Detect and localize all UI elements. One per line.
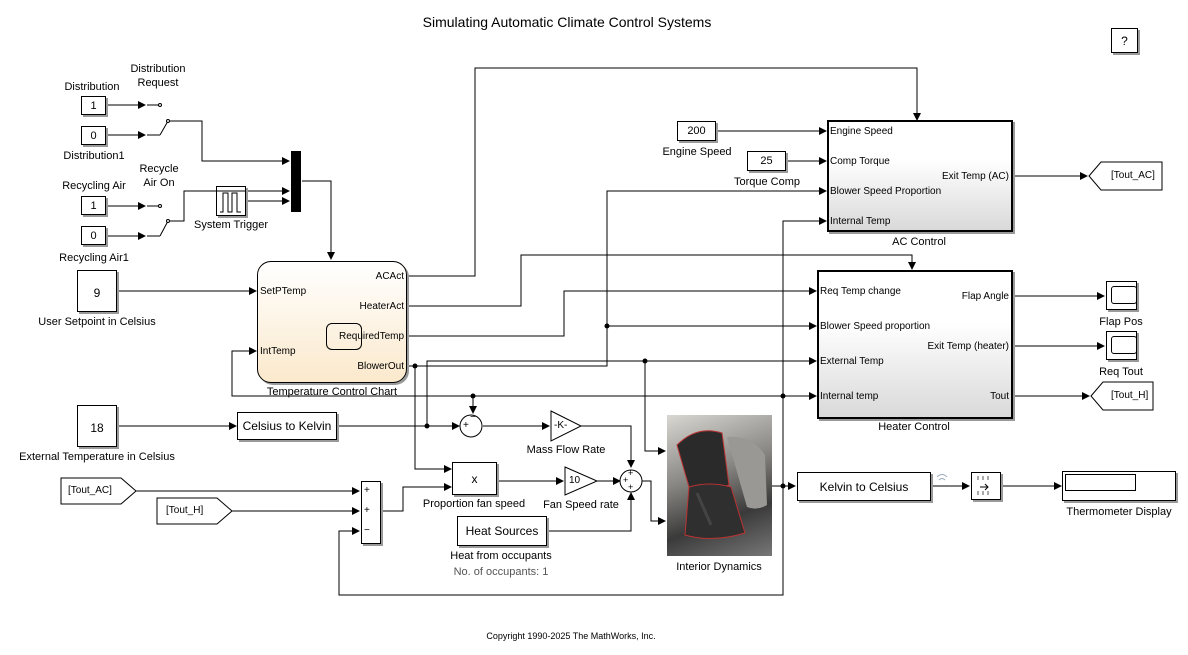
scope-screen-icon (1111, 336, 1137, 354)
heater-port-external-temp: External Temp (820, 356, 884, 367)
ac-port-exit-temp: Exit Temp (AC) (941, 171, 1009, 182)
car-seat-icon (676, 430, 767, 539)
user-setpoint-slider[interactable]: 9 (77, 270, 117, 312)
ac-port-engine-speed: Engine Speed (830, 126, 893, 137)
sum3-sign-1: + (364, 485, 370, 496)
heater-port-req-temp-change: Req Temp change (820, 286, 901, 297)
distribution-constant[interactable]: 1 (81, 96, 106, 115)
ac-control-label: AC Control (892, 236, 946, 248)
heat-from-occupants-label: Heat from occupants (450, 550, 552, 562)
req-tout-label: Req Tout (1099, 366, 1143, 378)
system-trigger-block[interactable] (216, 186, 246, 216)
heater-port-blower-speed: Blower Speed proportion (820, 321, 931, 332)
system-trigger-label: System Trigger (194, 219, 268, 231)
celsius-to-kelvin-block[interactable]: Celsius to Kelvin (237, 412, 337, 440)
rate-icon (936, 474, 948, 481)
main-sum-sign-1: + (628, 468, 634, 478)
mass-flow-gain-shape (550, 410, 583, 442)
recycling-air1-label: Recycling Air1 (59, 252, 129, 264)
torque-comp-label: Torque Comp (733, 176, 801, 188)
thermometer-display-label: Thermometer Display (1066, 506, 1172, 518)
recycling-air-label: Recycling Air (62, 180, 126, 192)
product-block[interactable]: x (452, 462, 497, 495)
diff-sum-plus: + (463, 420, 469, 431)
chart-port-inttemp: IntTemp (260, 346, 296, 357)
help-button[interactable]: ? (1111, 28, 1138, 53)
goto-tout-ac[interactable]: [Tout_AC] (1111, 170, 1155, 181)
diff-sum-minus: − (470, 412, 476, 423)
torque-comp-constant[interactable]: 25 (747, 151, 786, 171)
sum3-sign-3: − (364, 525, 370, 536)
main-sum-sign-2: + (623, 475, 629, 485)
from-tout-ac-shape (60, 477, 137, 505)
no-of-occupants-label: No. of occupants: 1 (453, 566, 549, 578)
chart-port-heateract: HeaterAct (359, 301, 404, 312)
heater-port-exit-temp: Exit Temp (heater) (927, 341, 1009, 352)
recycling-air1-constant[interactable]: 0 (81, 226, 106, 245)
req-tout-scope[interactable] (1106, 331, 1137, 360)
ac-control-subsystem[interactable] (827, 120, 1013, 232)
diff-sum-shape (459, 414, 483, 438)
heater-port-tout: Tout (990, 391, 1009, 402)
distribution1-constant[interactable]: 0 (81, 126, 106, 145)
sum3-sign-2: + (364, 505, 370, 516)
from-tout-h[interactable]: [Tout_H] (166, 505, 204, 516)
mass-flow-rate-label: Mass Flow Rate (526, 444, 606, 456)
diagram-title: Simulating Automatic Climate Control Sys… (422, 14, 712, 30)
thermometer-display[interactable] (1062, 471, 1176, 501)
temperature-control-chart-label: Temperature Control Chart (266, 386, 398, 398)
sum3-block[interactable] (361, 481, 381, 544)
chart-port-requiredtemp: RequiredTemp (339, 331, 405, 342)
heater-port-flap-angle: Flap Angle (961, 291, 1009, 302)
distribution-request-label: Distribution Request (130, 63, 186, 89)
goto-tout-ac-shape (1088, 161, 1163, 191)
interior-dynamics-block[interactable] (667, 415, 772, 556)
mass-flow-gain-block[interactable]: -K- (554, 420, 568, 431)
main-sum-shape (619, 469, 643, 493)
chart-port-acact: ACAct (375, 271, 404, 282)
ac-port-blower-speed: Blower Speed Proportion (830, 186, 942, 197)
recycle-air-on-label: Recycle Air On (139, 163, 179, 189)
fan-speed-rate-label: Fan Speed rate (543, 499, 619, 511)
distribution1-label: Distribution1 (63, 150, 125, 162)
ac-port-comp-torque: Comp Torque (830, 156, 890, 167)
heater-control-subsystem[interactable] (817, 270, 1013, 419)
from-tout-ac[interactable]: [Tout_AC] (68, 485, 112, 496)
main-sum-sign-3: + (628, 482, 634, 492)
external-temp-label: External Temperature in Celsius (19, 451, 175, 463)
recycling-air-constant[interactable]: 1 (81, 196, 106, 215)
flap-pos-label: Flap Pos (1099, 316, 1143, 328)
goto-tout-h[interactable]: [Tout_H] (1111, 390, 1149, 401)
fan-gain-block[interactable]: 10 (569, 475, 581, 486)
distribution-label: Distribution (64, 81, 120, 93)
proportion-fan-speed-label: Proportion fan speed (422, 498, 526, 510)
chart-port-blowerout: BlowerOut (357, 361, 404, 372)
heater-control-label: Heater Control (878, 421, 950, 433)
engine-speed-label: Engine Speed (662, 146, 732, 158)
copyright: Copyright 1990-2025 The MathWorks, Inc. (486, 631, 656, 641)
scope-screen-icon (1111, 286, 1137, 304)
kelvin-to-celsius-block[interactable]: Kelvin to Celsius (797, 472, 931, 501)
diff-sum-block[interactable] (455, 420, 485, 432)
chart-state-required-temp[interactable] (326, 323, 362, 350)
goto-tout-h-shape (1090, 381, 1154, 411)
heat-sources-block[interactable]: Heat Sources (457, 516, 547, 546)
user-setpoint-label: User Setpoint in Celsius (38, 316, 156, 328)
display-readout (1065, 474, 1136, 491)
interior-dynamics-label: Interior Dynamics (676, 561, 762, 573)
mux-block[interactable] (291, 151, 301, 212)
chart-port-setptemp: SetPTemp (260, 286, 307, 297)
engine-speed-constant[interactable]: 200 (677, 121, 716, 141)
temperature-control-chart[interactable] (257, 261, 407, 383)
rate-transition-block[interactable] (971, 472, 1001, 500)
heater-port-internal-temp: Internal temp (820, 391, 879, 402)
external-temp-slider[interactable]: 18 (77, 405, 117, 447)
ac-port-internal-temp: Internal Temp (830, 216, 891, 227)
flap-pos-scope[interactable] (1106, 281, 1137, 310)
from-tout-h-shape (156, 497, 233, 525)
fan-gain-shape (564, 466, 599, 496)
